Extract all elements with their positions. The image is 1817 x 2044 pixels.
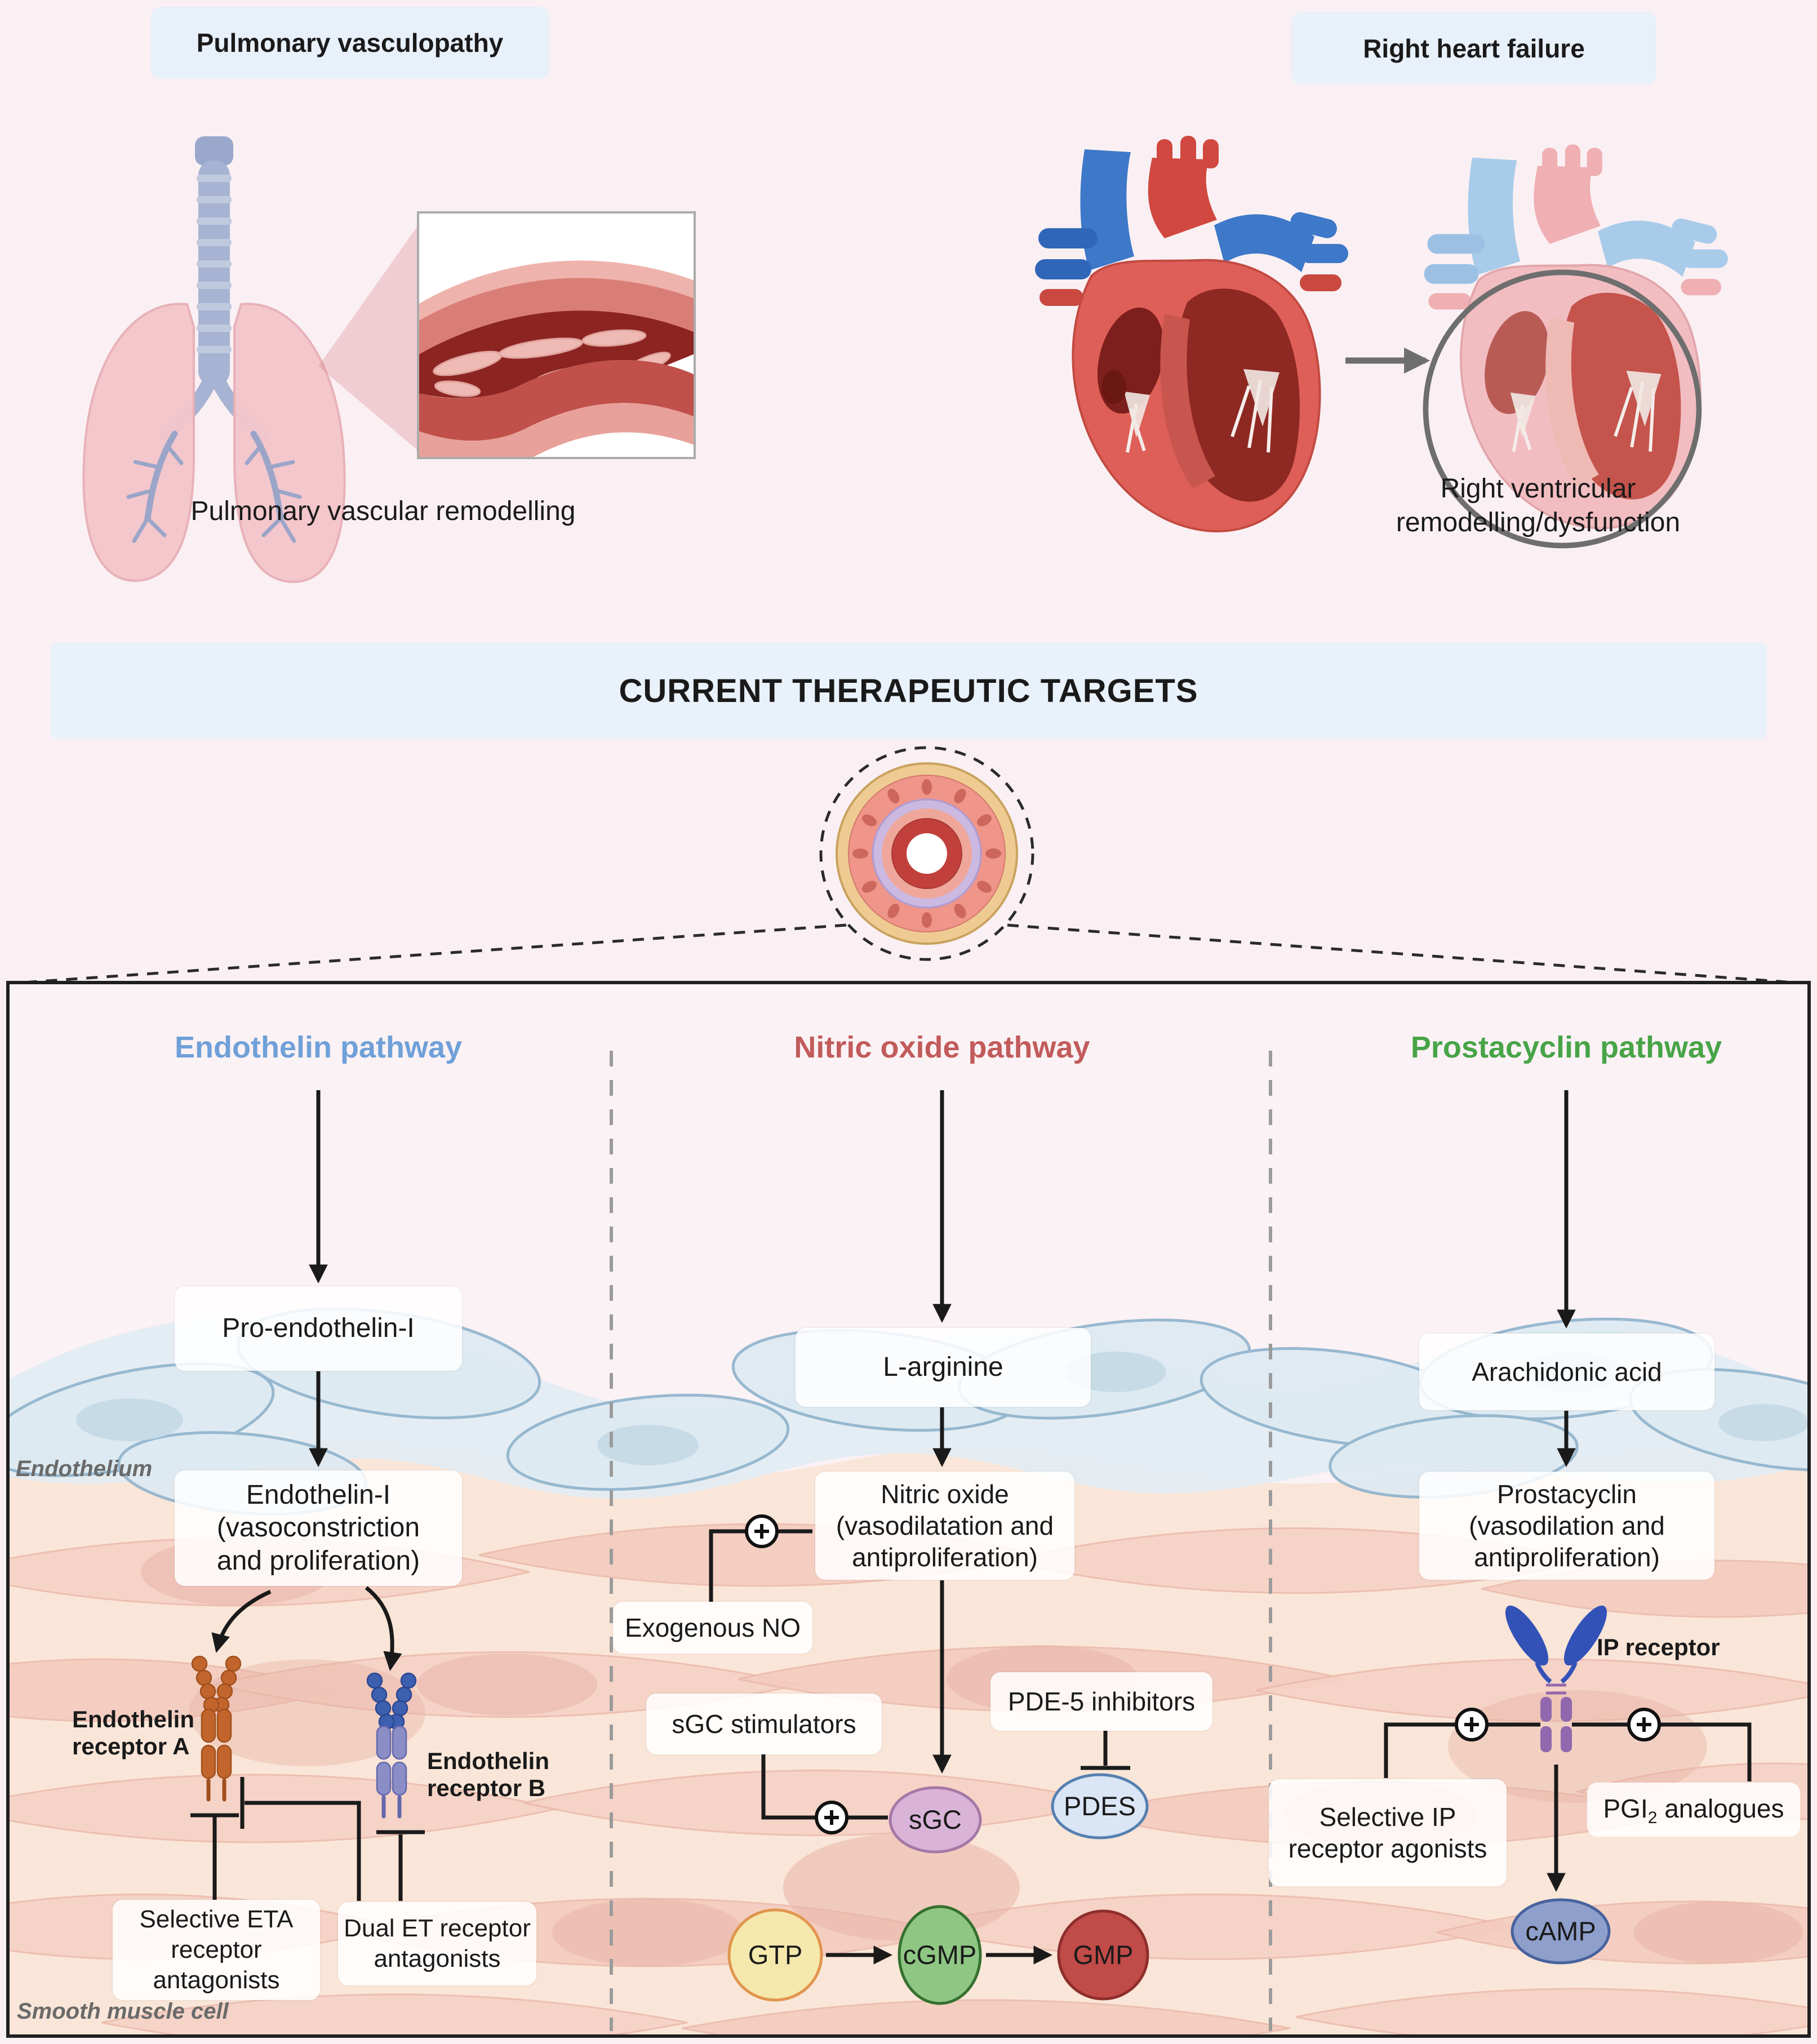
selective-eta-box: Selective ETA receptor antagonists — [113, 1900, 320, 2000]
l-arginine-box: L-arginine — [796, 1328, 1091, 1407]
therapeutic-targets-banner: CURRENT THERAPEUTIC TARGETS — [51, 642, 1766, 739]
right-caption: Right ventricular remodelling/dysfunctio… — [1396, 474, 1681, 537]
ip-receptor-label: IP receptor — [1597, 1634, 1720, 1660]
exogenous-no-box: Exogenous NO — [613, 1602, 812, 1654]
prostacyclin-pathway-title: Prostacyclin pathway — [1410, 1030, 1722, 1064]
camp-label: cAMP — [1525, 1916, 1596, 1946]
endothelium-label: Endothelium — [16, 1456, 153, 1481]
smooth-muscle-cell-label: Smooth muscle cell — [17, 1999, 229, 2024]
prostacyclin-box: Prostacyclin (vasodilation and antiproli… — [1419, 1472, 1714, 1580]
gmp-label: GMP — [1073, 1940, 1134, 1970]
zoom-connector-lines — [22, 923, 1795, 984]
pgi2-label-post: analogues — [1657, 1794, 1784, 1823]
pro-endothelin-box: Pro-endothelin-I — [175, 1286, 462, 1371]
pulmonary-vasculopathy-header-label: Pulmonary vasculopathy — [196, 28, 504, 57]
sgc-stimulators-box: sGC stimulators — [646, 1694, 882, 1754]
vessel-remodelling-inset — [417, 211, 696, 459]
nitric-oxide-box: Nitric oxide (vasodilatation and antipro… — [815, 1472, 1074, 1580]
pulmonary-vasculopathy-header: Pulmonary vasculopathy — [151, 7, 549, 79]
endothelin-receptor-a-label: Endothelin receptor A — [72, 1706, 194, 1760]
gtp-label: GTP — [748, 1940, 803, 1970]
pde5-inhibitors-box: PDE-5 inhibitors — [990, 1672, 1212, 1731]
right-heart-failure-header-label: Right heart failure — [1363, 34, 1585, 63]
endothelin-receptor-b-label: Endothelin receptor B — [427, 1748, 549, 1802]
pgi2-analogues-box: PGI2 analogues — [1587, 1783, 1800, 1837]
pgi2-label-sub: 2 — [1647, 1809, 1658, 1828]
endothelin-pathway-title: Endothelin pathway — [174, 1030, 463, 1064]
left-caption: Pulmonary vascular remodelling — [190, 496, 576, 526]
cgmp-label: cGMP — [903, 1940, 977, 1970]
pgi2-label-pre: PGI — [1603, 1794, 1648, 1823]
right-heart-failure-header: Right heart failure — [1291, 12, 1656, 85]
arachidonic-acid-box: Arachidonic acid — [1419, 1334, 1714, 1410]
pdes-label: PDES — [1064, 1791, 1136, 1821]
dual-et-box: Dual ET receptor antagonists — [338, 1902, 536, 1985]
therapeutic-targets-banner-label: CURRENT THERAPEUTIC TARGETS — [619, 672, 1198, 709]
vessel-cross-section — [819, 746, 1034, 961]
sgc-label: sGC — [909, 1805, 962, 1834]
endothelin1-box: Endothelin-I (vasoconstriction and proli… — [175, 1470, 462, 1586]
selective-ip-box: Selective IP receptor agonists — [1269, 1779, 1507, 1886]
nitric-oxide-pathway-title: Nitric oxide pathway — [794, 1030, 1090, 1064]
zoom-wedge — [318, 225, 418, 451]
